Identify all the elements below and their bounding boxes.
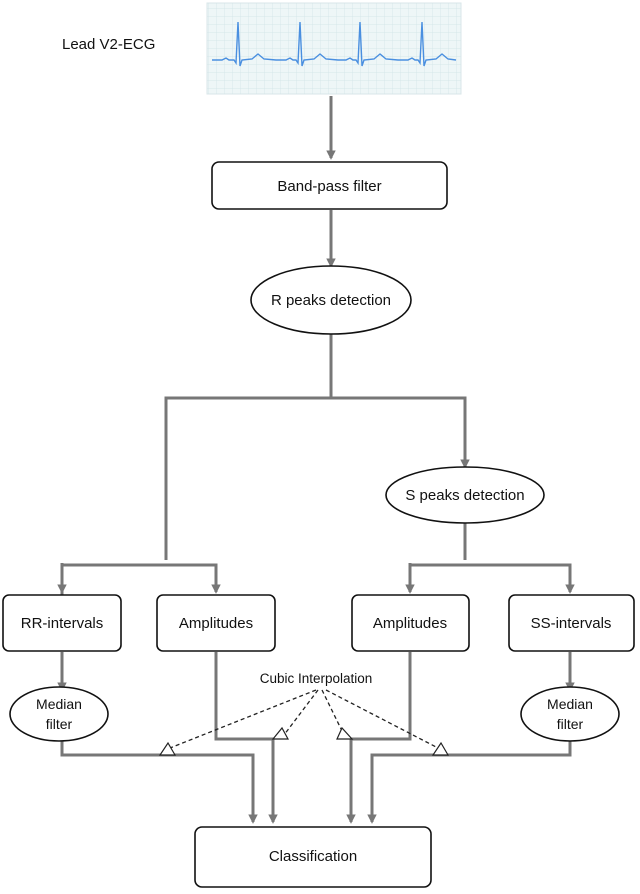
classification-label: Classification <box>269 848 357 865</box>
median-filter-left-line1: Median <box>36 696 82 712</box>
median-filter-right-node: Median filter <box>520 686 620 742</box>
ecg-trace <box>212 21 457 67</box>
s-peaks-node: S peaks detection <box>385 466 545 524</box>
r-peaks-node: R peaks detection <box>250 265 412 335</box>
median-filter-left-line2: filter <box>46 716 73 732</box>
interp-marker-2 <box>271 726 290 740</box>
ss-intervals-node: SS-intervals <box>508 594 635 652</box>
rr-intervals-label: RR-intervals <box>21 615 104 632</box>
ss-intervals-label: SS-intervals <box>531 615 612 632</box>
median-filter-right-line1: Median <box>547 696 593 712</box>
bandpass-filter-label: Band-pass filter <box>277 178 381 195</box>
median-filter-left-node: Median filter <box>9 686 109 742</box>
amplitudes-s-label: Amplitudes <box>373 615 447 632</box>
amplitudes-s-node: Amplitudes <box>351 594 470 652</box>
rr-intervals-node: RR-intervals <box>2 594 122 652</box>
interpolation-pointers <box>158 689 450 756</box>
interp-marker-1 <box>158 741 177 756</box>
interp-marker-3 <box>336 726 354 740</box>
ecg-label: Lead V2-ECG <box>62 36 155 53</box>
connectors <box>57 96 575 824</box>
s-peaks-label: S peaks detection <box>405 487 524 504</box>
interp-marker-4 <box>431 741 450 756</box>
amplitudes-r-node: Amplitudes <box>156 594 276 652</box>
amplitudes-r-label: Amplitudes <box>179 615 253 632</box>
ecg-thumbnail <box>206 2 462 95</box>
classification-node: Classification <box>194 826 432 888</box>
median-filter-right-line2: filter <box>557 716 584 732</box>
r-peaks-label: R peaks detection <box>271 292 391 309</box>
bandpass-filter-node: Band-pass filter <box>211 161 448 210</box>
cubic-interpolation-label: Cubic Interpolation <box>260 671 373 686</box>
